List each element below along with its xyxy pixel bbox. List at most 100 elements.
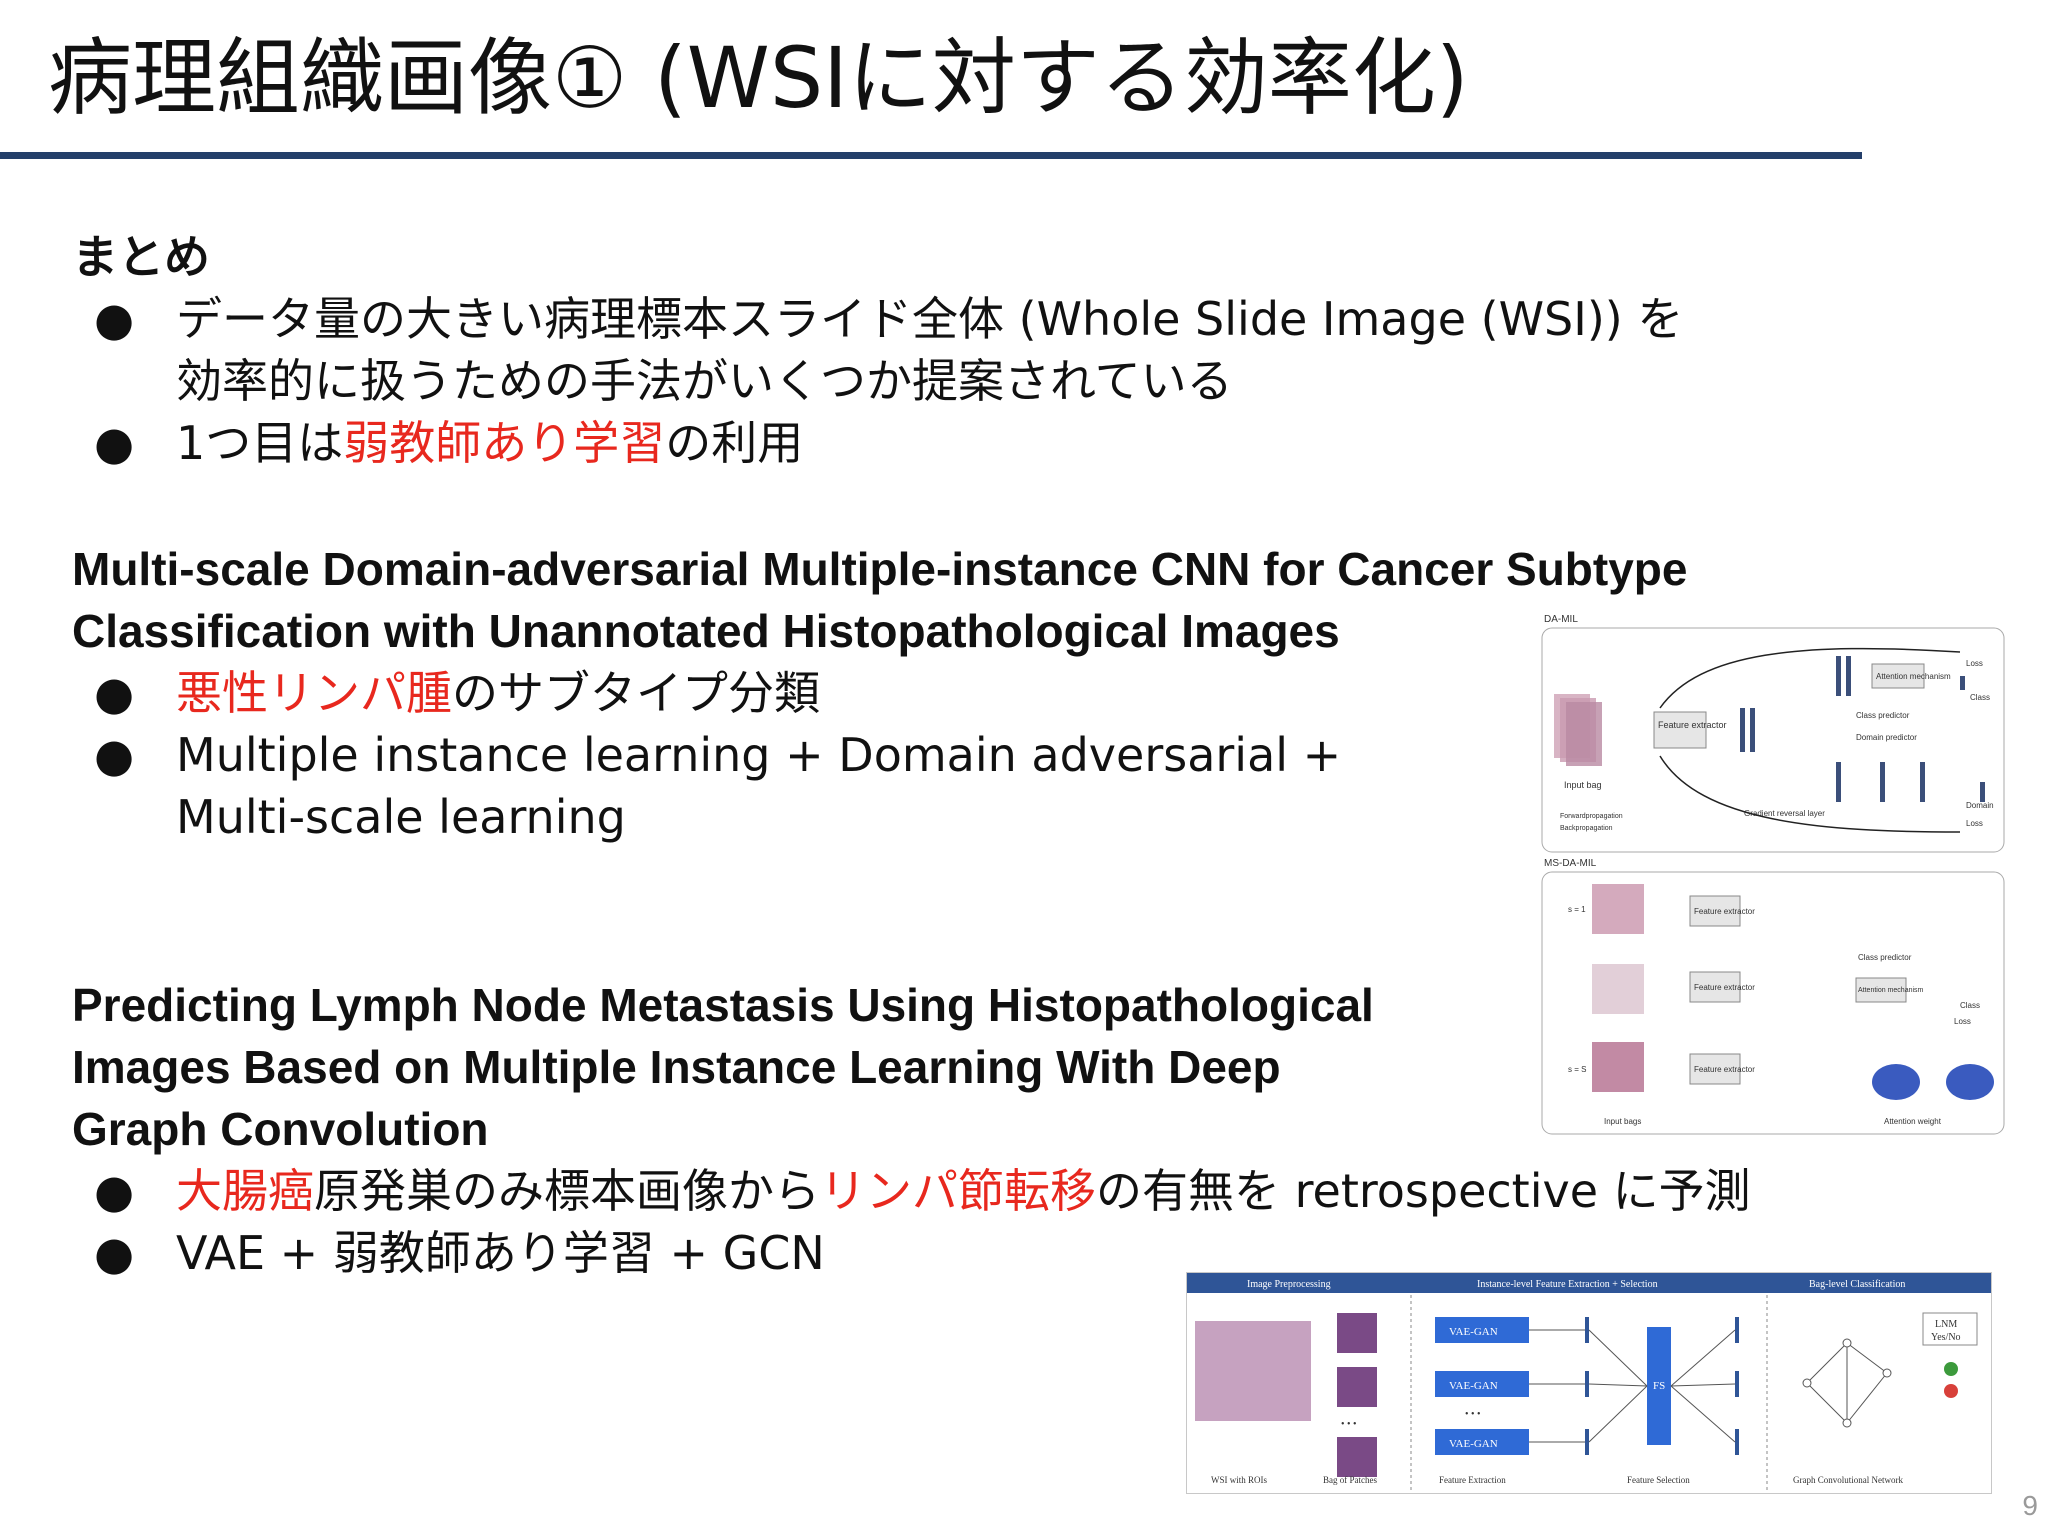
fig1-loss-class-label: Loss: [1966, 659, 1983, 668]
paper2-title-line1: Predicting Lymph Node Metastasis Using H…: [72, 979, 1374, 1031]
fig2-col2-header: Instance-level Feature Extraction + Sele…: [1477, 1279, 1658, 1290]
fig1-ms-class: Class: [1960, 1001, 1980, 1010]
list-item: ● 1つ目は弱教師あり学習の利用: [72, 412, 1683, 474]
paper1-title-line2: Classification with Unannotated Histopat…: [72, 605, 1340, 657]
paper1-title-line1: Multi-scale Domain-adversarial Multiple-…: [72, 543, 1688, 595]
paper1-item2-line1: Multiple instance learning + Domain adve…: [176, 728, 1342, 782]
summary-section: まとめ ● データ量の大きい病理標本スライド全体 (Whole Slide Im…: [72, 226, 1683, 474]
fig1-ms-attention-box: [1855, 977, 1907, 1003]
summary-item2-highlight: 弱教師あり学習: [343, 416, 666, 470]
list-item: ● 大腸癌原発巣のみ標本画像からリンパ節転移の有無を retrospective…: [72, 1160, 1751, 1222]
fig1-da-panel: [1541, 627, 2005, 853]
fig1-grl-label: Gradient reversal layer: [1744, 809, 1825, 818]
paper2-title-line2: Images Based on Multiple Instance Learni…: [72, 1041, 1281, 1093]
fig1-ms-class-predictor: Class predictor: [1858, 953, 1912, 962]
fig2-graph: [1802, 1338, 1892, 1428]
fig1-attention-label: Attention mechanism: [1876, 672, 1951, 681]
fig1-class-predictor-label: Class predictor: [1856, 711, 1910, 720]
fig2-dots-1: • • •: [1341, 1419, 1357, 1430]
fig2-lnm-box: [1922, 1312, 1978, 1346]
bullet-icon: ●: [94, 416, 135, 470]
fig1-class-label: Class: [1970, 693, 1990, 702]
paper1-item2-line2: Multi-scale learning: [176, 790, 626, 844]
summary-item2-prefix: 1つ目は: [176, 416, 344, 470]
paper2-list: ● 大腸癌原発巣のみ標本画像からリンパ節転移の有無を retrospective…: [72, 1160, 1751, 1284]
paper2-item1-highlight1: 大腸癌: [176, 1164, 314, 1218]
fig1-scale-images: [1592, 884, 1644, 1092]
fig1-attention-weight-label: Attention weight: [1884, 1117, 1942, 1126]
summary-list: ● データ量の大きい病理標本スライド全体 (Whole Slide Image …: [72, 288, 1683, 474]
paper2-section: Predicting Lymph Node Metastasis Using H…: [72, 974, 1751, 1284]
figure-vae-gcn-pipeline: Image Preprocessing Instance-level Featu…: [1186, 1272, 1992, 1494]
fig1-feature-bars: [1740, 656, 1985, 802]
fig1-fe-label-2: Feature extractor: [1694, 983, 1755, 992]
fig1-fe-box-2: [1689, 971, 1741, 1003]
paper2-item2: VAE + 弱教師あり学習 + GCN: [176, 1226, 825, 1280]
fig1-feature-extractor-label: Feature extractor: [1658, 720, 1727, 730]
fig1-ss-label: s = S: [1568, 1065, 1586, 1074]
fig2-output-no-icon: [1944, 1384, 1958, 1398]
paper2-title-line3: Graph Convolution: [72, 1103, 489, 1155]
paper2-item1-mid: 原発巣のみ標本画像から: [314, 1164, 820, 1218]
fig2-col1-header: Image Preprocessing: [1247, 1279, 1331, 1290]
fig2-fsel-label: Feature Selection: [1627, 1475, 1690, 1485]
page-number: 9: [2022, 1490, 2038, 1521]
fig2-wsi-image: [1195, 1321, 1311, 1421]
fig2-wsi-label: WSI with ROIs: [1211, 1475, 1267, 1485]
fig2-vae-label-2: VAE-GAN: [1449, 1380, 1498, 1392]
fig2-vae-box-2: [1435, 1371, 1529, 1397]
fig2-connections: [1529, 1329, 1736, 1443]
fig2-patch-images: [1337, 1313, 1377, 1477]
fig2-feature-bars: [1585, 1317, 1739, 1455]
summary-heading: まとめ: [72, 230, 210, 284]
fig2-bag-label: Bag of Patches: [1323, 1475, 1377, 1485]
fig1-attention-map-2: [1946, 1064, 1994, 1100]
fig2-output-yes-icon: [1944, 1362, 1958, 1376]
summary-item1-line1: データ量の大きい病理標本スライド全体 (Whole Slide Image (W…: [176, 292, 1684, 346]
paper1-item1-highlight: 悪性リンパ腫: [176, 666, 452, 720]
fig1-ms-panel: [1541, 871, 2005, 1135]
fig2-vae-label-1: VAE-GAN: [1449, 1326, 1498, 1338]
fig1-fe-label-1: Feature extractor: [1694, 907, 1755, 916]
fig2-dots-2: • • •: [1465, 1409, 1481, 1420]
paper1-section: Multi-scale Domain-adversarial Multiple-…: [72, 538, 1687, 848]
fig2-lnm-label: LNM: [1935, 1319, 1957, 1330]
fig2-fs-box: [1647, 1327, 1671, 1445]
slide-title: 病理組織画像① (WSIに対する効率化): [48, 29, 1469, 127]
fig1-loss-domain-label: Loss: [1966, 819, 1983, 828]
fig1-ms-attention-label: Attention mechanism: [1858, 987, 1924, 994]
fig2-vae-box-3: [1435, 1429, 1529, 1455]
fig1-top-arc: [1659, 647, 1961, 709]
fig1-feature-extractor-box: [1653, 711, 1707, 749]
bullet-icon: ●: [94, 728, 135, 782]
fig1-domain-predictor-label: Domain predictor: [1856, 733, 1917, 742]
fig1-bottom-arc: [1659, 755, 1961, 833]
bullet-icon: ●: [94, 292, 135, 346]
fig2-header-bar: [1187, 1273, 1991, 1293]
list-item: ● Multiple instance learning + Domain ad…: [72, 724, 1687, 848]
fig1-domain-label: Domain: [1966, 801, 1994, 810]
summary-item2-suffix: の利用: [665, 416, 804, 470]
fig1-fe-box-3: [1689, 1053, 1741, 1085]
fig2-col3-header: Bag-level Classification: [1809, 1279, 1905, 1290]
bullet-icon: ●: [94, 666, 135, 720]
fig2-fs-label: FS: [1653, 1380, 1665, 1392]
bullet-icon: ●: [94, 1164, 135, 1218]
bullet-icon: ●: [94, 1226, 135, 1280]
list-item: ● 悪性リンパ腫のサブタイプ分類: [72, 662, 1687, 724]
fig1-forward-label: Forwardpropagation: [1560, 813, 1623, 820]
fig1-ms-label: MS-DA-MIL: [1544, 858, 1597, 869]
figure-ms-da-mil: DA-MIL Input bag Feature extractor Atten…: [1540, 612, 2008, 1136]
fig2-gcn-label: Graph Convolutional Network: [1793, 1475, 1903, 1485]
fig1-s1-label: s = 1: [1568, 905, 1586, 914]
fig2-vae-label-3: VAE-GAN: [1449, 1438, 1498, 1450]
list-item: ● VAE + 弱教師あり学習 + GCN: [72, 1222, 1751, 1284]
fig2-fe-label: Feature Extraction: [1439, 1475, 1506, 1485]
fig1-input-bags-label: Input bags: [1604, 1117, 1641, 1126]
list-item: ● データ量の大きい病理標本スライド全体 (Whole Slide Image …: [72, 288, 1683, 412]
fig1-input-bag-image: [1554, 694, 1602, 766]
fig1-da-label: DA-MIL: [1544, 614, 1578, 625]
paper2-item1-suffix: の有無を retrospective に予測: [1096, 1164, 1751, 1218]
fig1-fe-label-3: Feature extractor: [1694, 1065, 1755, 1074]
summary-item1-line2: 効率的に扱うための手法がいくつか提案されている: [176, 354, 1233, 408]
